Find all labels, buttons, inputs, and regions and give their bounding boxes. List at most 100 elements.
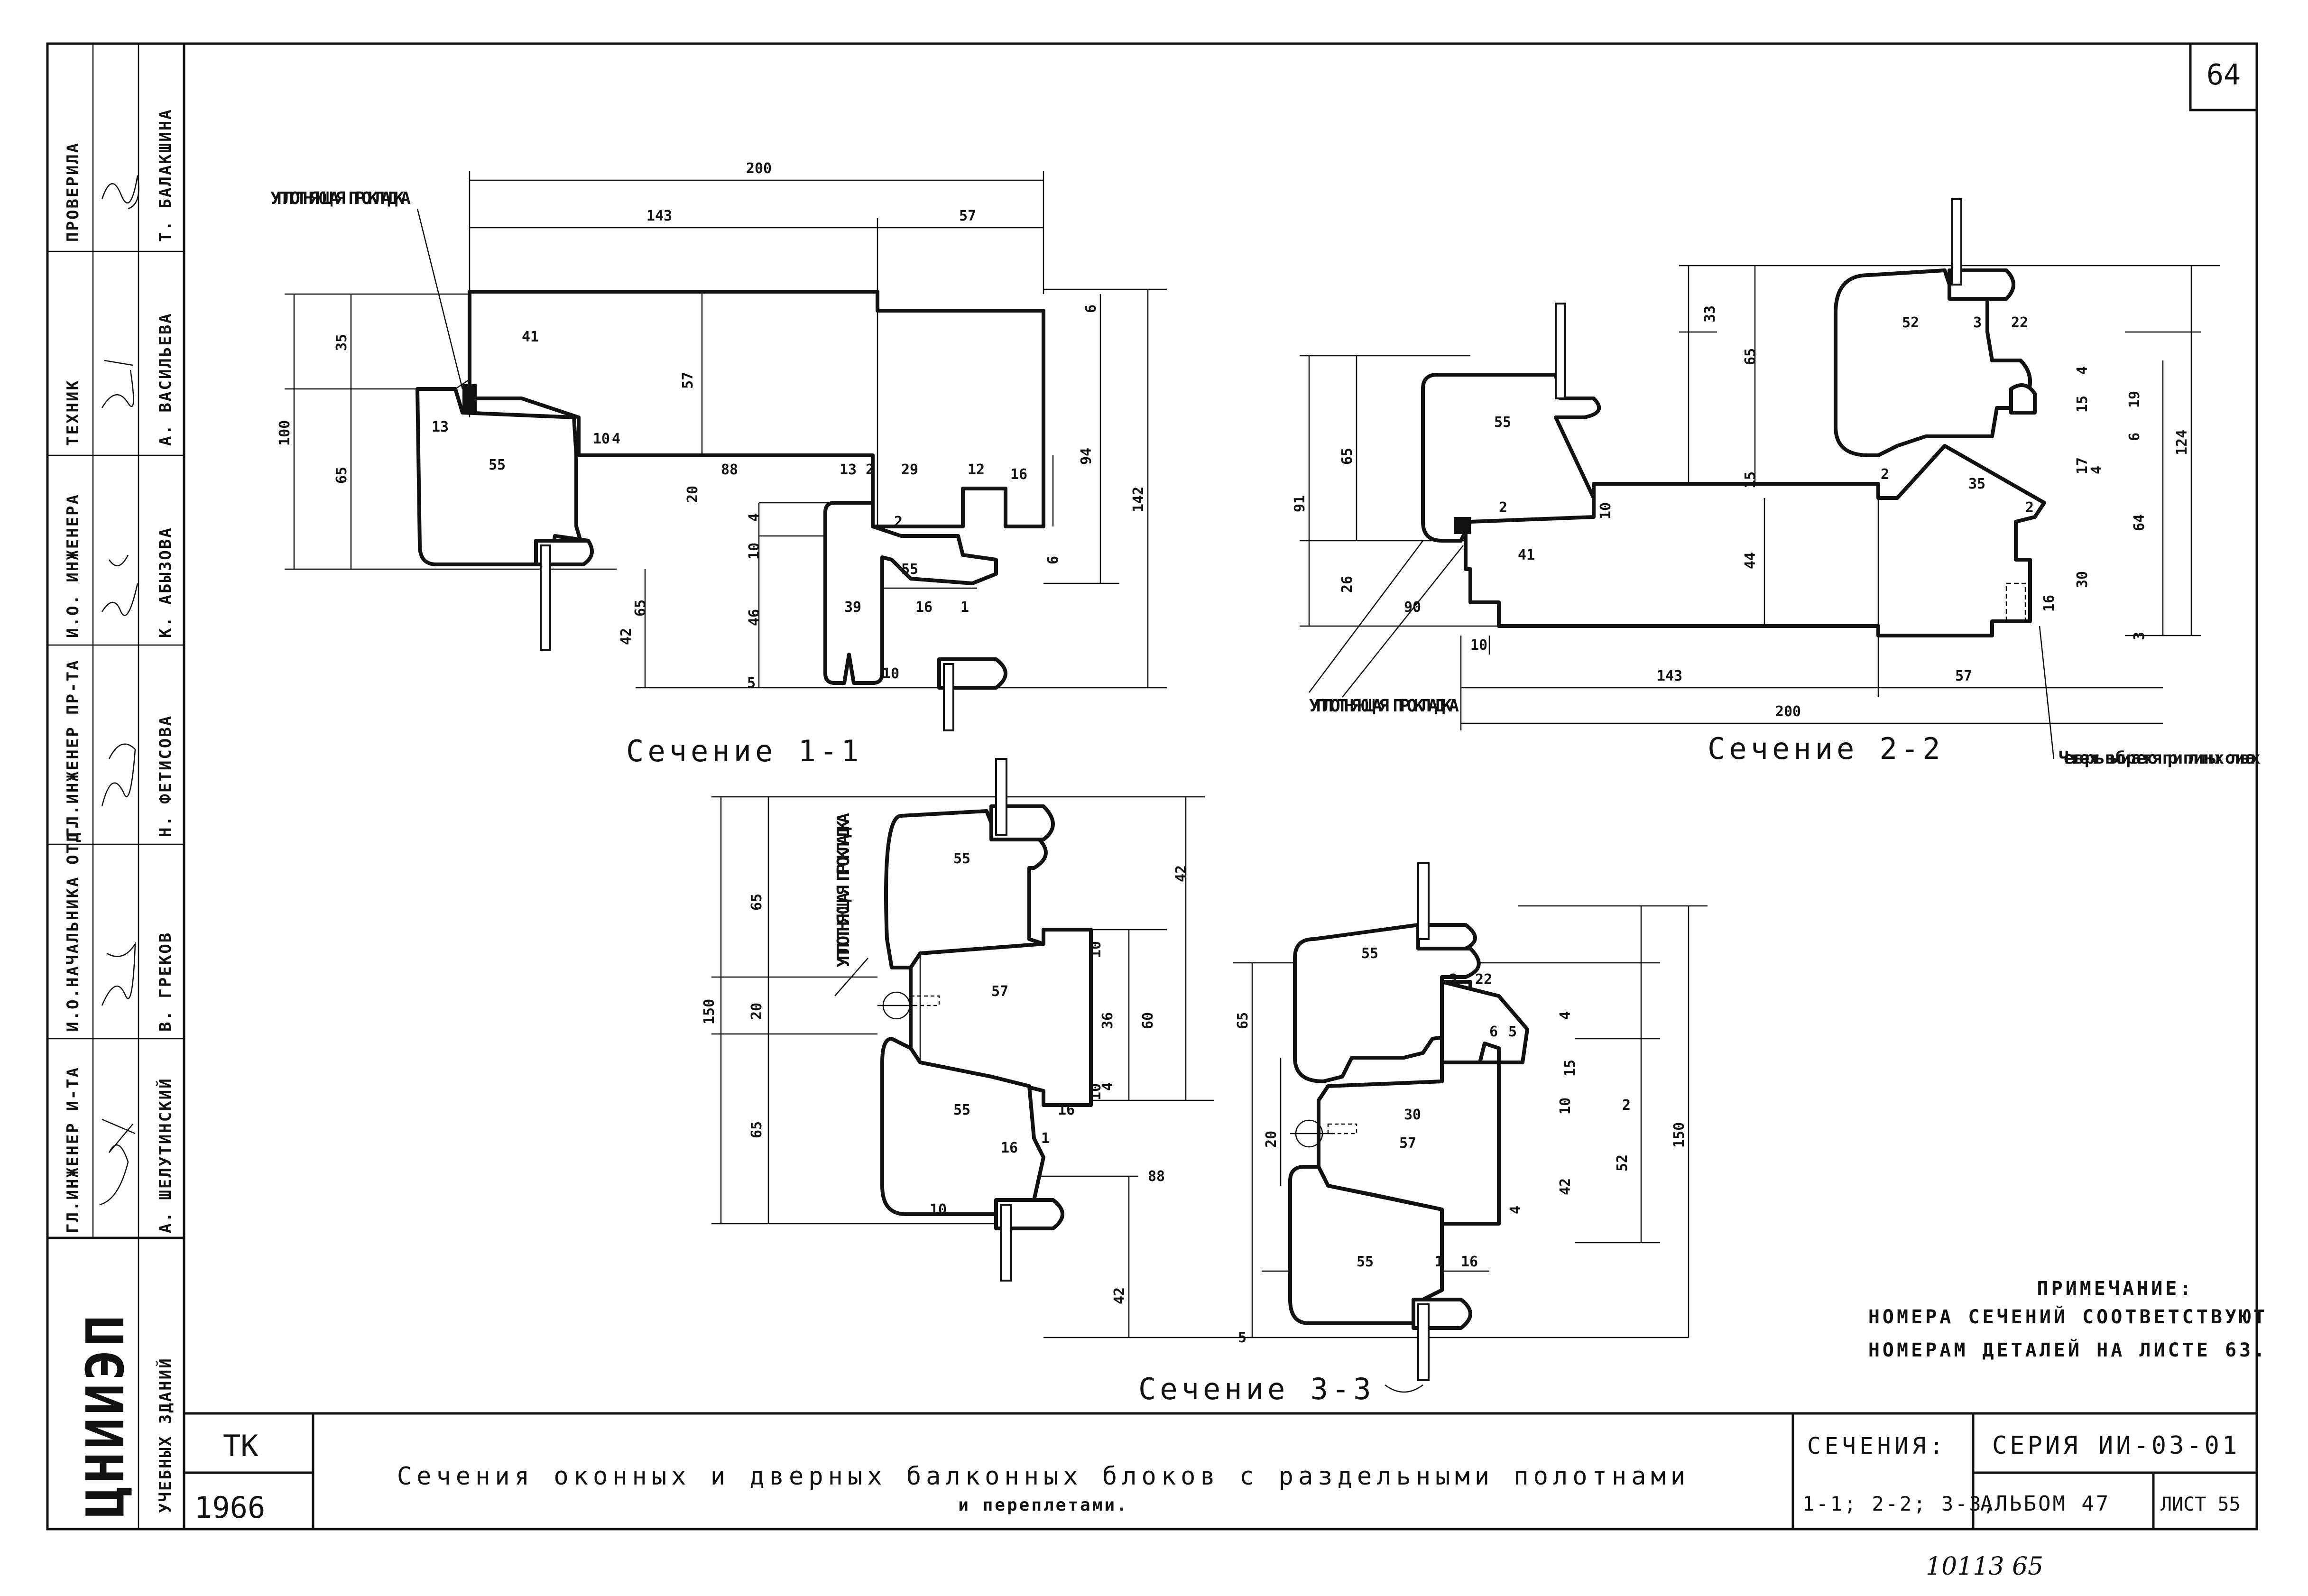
list-label: ЛИСТ 55 — [2160, 1494, 2241, 1515]
s22-dim-2b: 2 — [2025, 499, 2034, 516]
stamp-name-4: Н. ФЕТИСОВА — [156, 715, 175, 837]
s11-dim-13b: 13 — [840, 461, 857, 478]
s22-lower-sash — [1421, 373, 1601, 543]
s11-dim-12: 12 — [968, 461, 985, 478]
s11-dim-42: 42 — [618, 628, 635, 645]
s22-dim-30: 30 — [2074, 571, 2091, 588]
s11-dim-16a: 16 — [1010, 466, 1027, 483]
note-line-2: НОМЕРАМ ДЕТАЛЕЙ НА ЛИСТЕ 63. — [1868, 1338, 2268, 1361]
s11-dim-35: 35 — [333, 334, 350, 351]
s33r-dim-57: 57 — [1399, 1135, 1416, 1152]
s22-dim-15a: 15 — [2074, 396, 2091, 413]
s11-dim-65a: 65 — [333, 467, 350, 484]
s33-dim-16a: 16 — [1058, 1102, 1075, 1118]
s11-dim-88: 88 — [721, 461, 738, 478]
s11-seal-label: УПЛОТНЯЮЩАЯ ПРОКЛАДКА — [270, 189, 413, 208]
stamp-name-3: К. АБЫЗОВА — [156, 526, 175, 638]
s33r-dim-15: 15 — [1562, 1060, 1579, 1077]
s22-dim-90: 90 — [1404, 599, 1421, 616]
s11-glass-lower — [943, 663, 954, 731]
s22-dim-10b: 10 — [1470, 637, 1487, 654]
page-number: 64 — [2206, 58, 2241, 92]
s22-dim-143: 143 — [1657, 668, 1682, 684]
s33-dim-42a: 42 — [1173, 865, 1190, 882]
stamp-name-2: А. ВАСИЛЬЕВА — [156, 312, 175, 446]
year-label: 1966 — [194, 1490, 265, 1525]
s33r-dim-1: 1 — [1435, 1254, 1443, 1270]
s11-upper-sash — [415, 387, 590, 566]
stamp-name-6: А. ШЕЛУТИНСКИЙ — [156, 1077, 175, 1233]
s33-dim-150a: 150 — [701, 999, 718, 1024]
title-block: ТК 1966 Сечения оконных и дверных балкон… — [184, 1412, 2257, 1529]
s33r-upper-sash — [1293, 923, 1481, 1083]
s22-dim-2a: 2 — [1881, 466, 1889, 483]
s11-dim-55b: 55 — [901, 561, 918, 578]
note-line-1: НОМЕРА СЕЧЕНИЙ СООТВЕТСТВУЮТ — [1868, 1305, 2268, 1328]
s11-dim-143: 143 — [646, 208, 672, 224]
s33r-dim-2: 2 — [1622, 1097, 1631, 1114]
album-label: АЛЬБОМ 47 — [1980, 1492, 2110, 1516]
s22-dim-3b: 3 — [2131, 632, 2148, 640]
stamp-role-2: ТЕХНИК — [64, 379, 83, 446]
s11-dim-10b: 10 — [746, 543, 763, 560]
s11-dim-6a: 6 — [1083, 304, 1099, 313]
s33-dim-4a: 4 — [1099, 1082, 1116, 1091]
s22-dim-22: 22 — [2011, 314, 2028, 331]
s11-dim-13: 13 — [432, 419, 449, 435]
s22-dim-44: 44 — [1742, 552, 1759, 569]
s22-dim-4: 4 — [2074, 366, 2091, 375]
signatures — [99, 175, 139, 1206]
s33r-dim-55a: 55 — [1361, 945, 1378, 962]
s11-dim-4a: 4 — [612, 431, 620, 447]
s33-dimension-lines — [711, 796, 1689, 1338]
s11-dim-16b: 16 — [915, 599, 932, 616]
s33r-dim-10: 10 — [1557, 1098, 1574, 1115]
s22-dim-6: 6 — [2126, 433, 2143, 441]
s22-dim-41: 41 — [1518, 547, 1535, 563]
stamp-role-3: И.О. ИНЖЕНЕРА — [64, 493, 83, 638]
s11-dim-29: 29 — [901, 461, 918, 478]
s11-dim-94: 94 — [1078, 448, 1095, 465]
sheet-title-2: и переплетами. — [958, 1495, 1128, 1515]
s22-dim-19: 19 — [2126, 391, 2143, 408]
s11-dim-10: 10 — [593, 431, 610, 447]
sheet-title-1: Сечения оконных и дверных балконных блок… — [397, 1462, 1690, 1491]
s33-dim-16b: 16 — [1001, 1140, 1018, 1156]
s11-dim-39: 39 — [844, 599, 861, 616]
s11-dim-4b: 4 — [746, 513, 763, 522]
s22-dim-57: 57 — [1955, 668, 1972, 684]
section-3-3-right: 55 22 3 6 5 4 15 10 30 57 20 65 4 42 52 … — [1233, 862, 1708, 1393]
s11-dim-57b: 57 — [680, 372, 696, 389]
s22-dim-16: 16 — [2041, 595, 2058, 612]
s33r-dim-42: 42 — [1557, 1178, 1574, 1195]
s22-dim-52: 52 — [1902, 314, 1919, 331]
s11-dim-100: 100 — [277, 420, 293, 446]
s33-dim-65b: 65 — [748, 1121, 765, 1138]
sections-label: СЕЧЕНИЯ: — [1807, 1433, 1947, 1459]
s22-upper-sash — [1834, 268, 2032, 457]
s33-left-upper-sash — [884, 809, 1048, 969]
s11-dim-46: 46 — [746, 609, 763, 626]
s11-box-frame — [468, 290, 1045, 528]
stamp-role-6: ГЛ.ИНЖЕНЕР И-ТА — [64, 1066, 83, 1233]
s33-dim-57a: 57 — [991, 983, 1008, 1000]
s11-dim-142: 142 — [1130, 487, 1147, 512]
s22-dim-10a: 10 — [1597, 502, 1614, 519]
org-name: ЦНИИЭП — [75, 1312, 136, 1518]
s33-dim-10b: 10 — [1088, 1083, 1104, 1100]
s22-dim-91: 91 — [1292, 495, 1308, 512]
s11-dim-1: 1 — [960, 599, 969, 616]
s11-dim-41: 41 — [522, 329, 539, 345]
s33r-dim-5b: 5 — [1238, 1329, 1246, 1346]
s22-dim-2c: 2 — [1499, 499, 1507, 516]
s33-dim-55a: 55 — [953, 850, 970, 867]
s22-dim-labels: 33 65 52 3 22 4 15 19 6 124 15 2 35 17 2… — [1292, 305, 2190, 720]
s33-dim-42b: 42 — [1111, 1287, 1128, 1304]
stamp-role-1: ПРОВЕРИЛА — [64, 142, 83, 242]
s22-dim-3: 3 — [1973, 314, 1982, 331]
s11-dim-20: 20 — [684, 486, 701, 503]
s22-caption: Сечение 2-2 — [1708, 731, 1944, 766]
s33-dim-55b: 55 — [953, 1102, 970, 1118]
note-title: ПРИМЕЧАНИЕ: — [2037, 1278, 2194, 1300]
s22-dim-17: 17 — [2074, 457, 2091, 474]
